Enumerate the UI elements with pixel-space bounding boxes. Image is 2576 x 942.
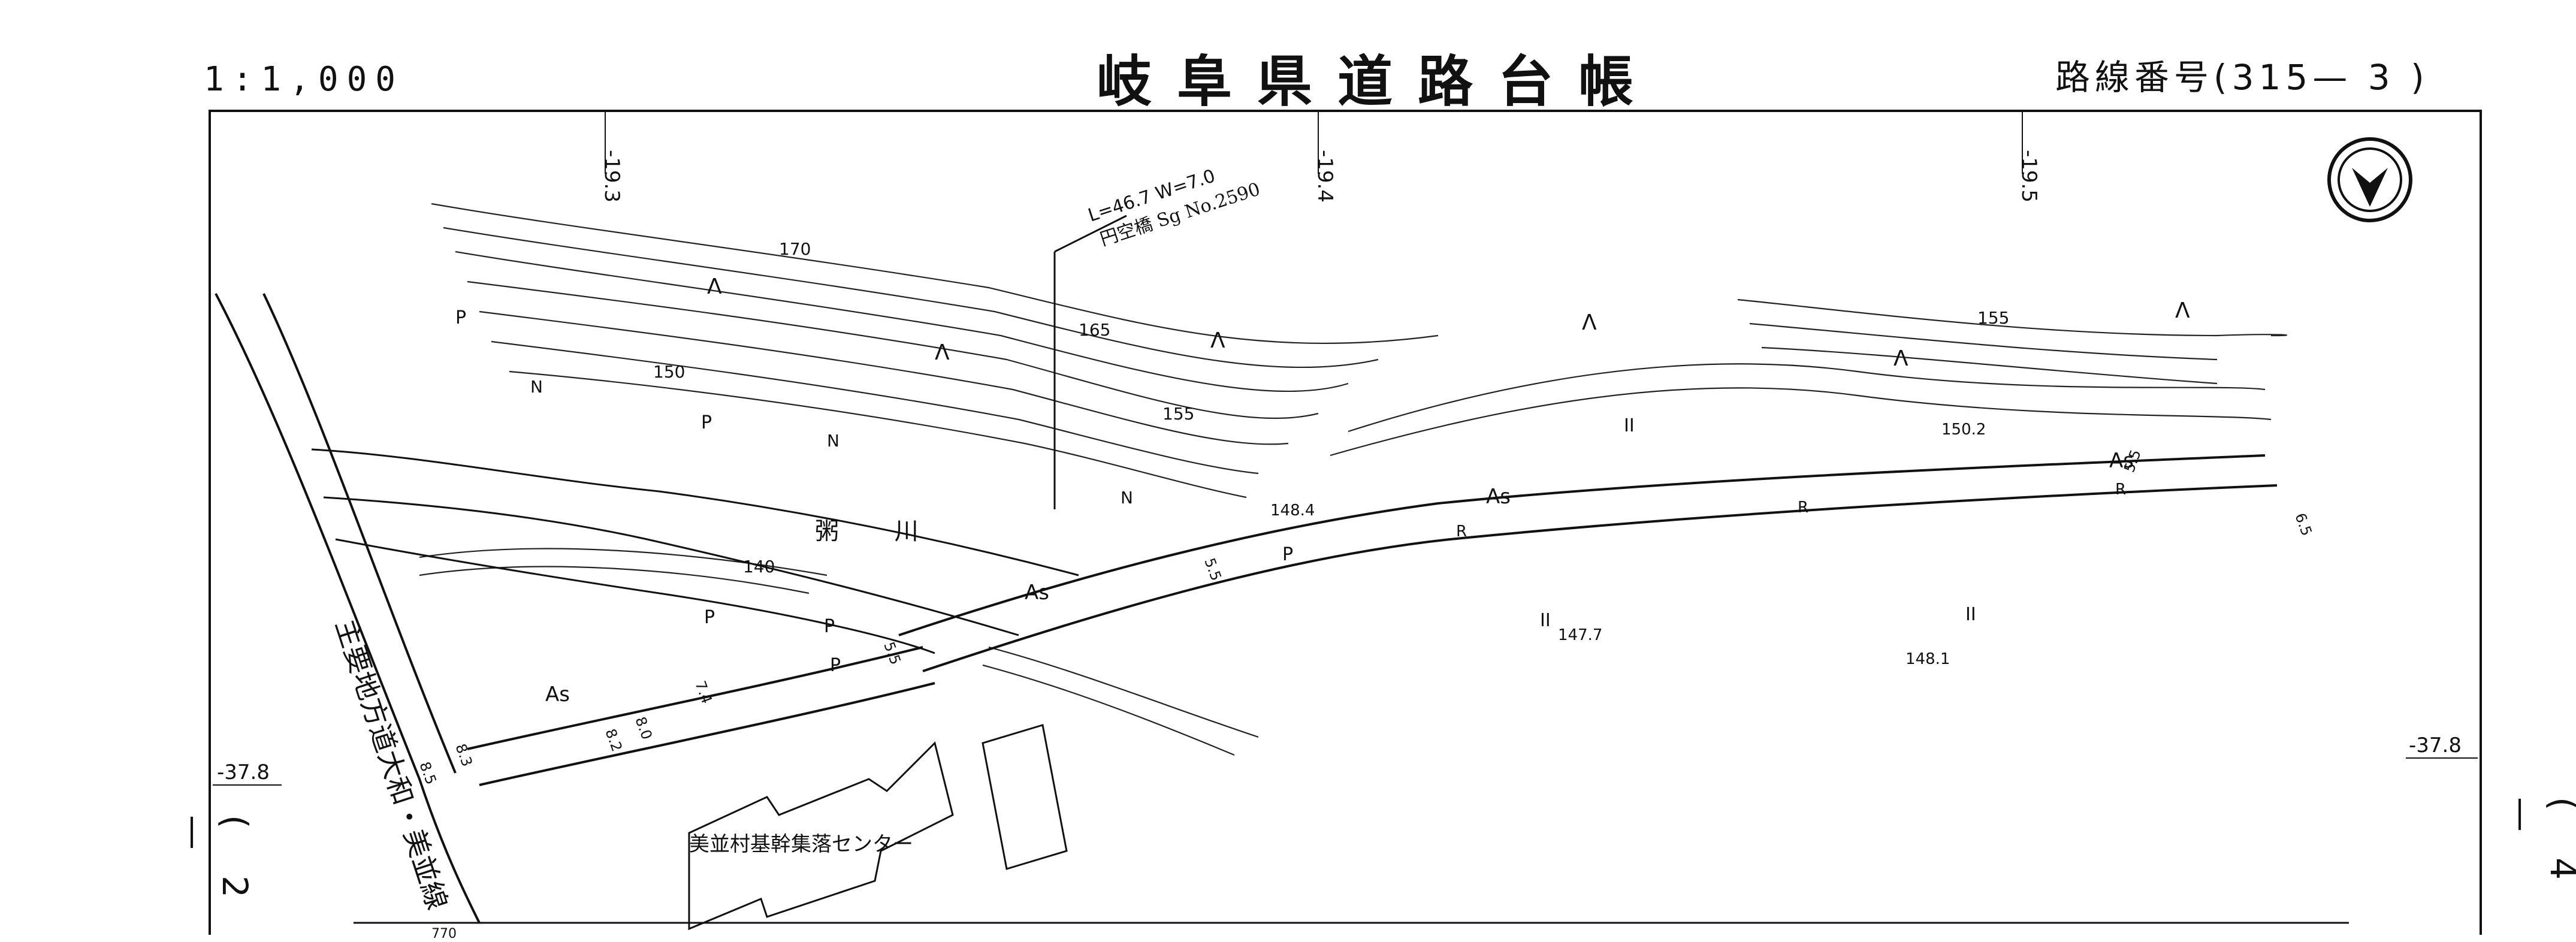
contour-label: 165 [1079,320,1110,340]
field-symbol: II [1965,604,1976,625]
parking-symbol: P [701,412,712,433]
n-symbol: N [827,431,839,451]
parking-symbol: P [455,307,466,328]
prefectural-road [215,293,481,923]
slope-symbol: Λ [707,274,722,299]
bottom-mark: 770 [431,926,457,941]
main-road [467,454,2278,786]
n-symbol: N [1121,488,1133,508]
surface-label: As [1025,581,1049,605]
main-road-name: 主要地方道大和・美並線 [330,615,454,914]
field-symbol: II [1624,415,1635,436]
slope-symbol: Λ [935,340,950,365]
river-kayugawa [311,448,1079,654]
prev-sheet-ref: ( 2 — [174,815,255,916]
annex-building [982,724,1068,870]
elevation-point: 147.7 [1558,626,1602,644]
width-label: 6.5 [2291,511,2315,538]
width-label: 5.5 [1201,555,1224,582]
contour-lines [419,203,2287,756]
rail-symbol: R [1456,523,1467,541]
north-arrow-icon [2327,137,2412,222]
building-name: 美並村基幹集落センター [689,832,913,856]
width-label: 7.4 [691,678,715,705]
contour-label: 170 [779,239,811,259]
surface-label: As [545,683,570,707]
rail-symbol: R [1798,499,1808,517]
community-center-building [688,741,954,931]
grid-col-label-1: -19.3 [600,150,624,203]
width-label: 8.2 [602,726,625,753]
elevation-point: 150.2 [1941,421,1986,439]
slope-symbol: Λ [2175,298,2190,323]
map-title: 岐阜県道路台帳 [1097,49,1659,114]
grid-col-label-3: -19.5 [2017,150,2041,203]
contour-label: 155 [1977,308,2009,328]
contour-label: 155 [1162,404,1194,424]
grid-row-label-right: -37.8 [2409,733,2462,757]
slope-symbol: Λ [1894,346,1908,371]
width-label: 8.0 [632,714,655,741]
slope-symbol: Λ [1210,328,1225,353]
route-number: 路線番号(315— 3 ) [2055,57,2429,98]
next-sheet-ref: ( 4 — [2502,797,2576,898]
grid-col-label-2: -19.4 [1313,150,1337,203]
map-scale: 1:1,000 [204,60,404,99]
slope-symbol: Λ [1582,310,1597,335]
width-label: 5.5 [880,639,904,666]
parking-symbol: P [704,607,715,628]
elevation-point: 148.4 [1270,502,1315,520]
parking-symbol: P [1282,544,1293,565]
map-frame [209,110,2482,935]
contour-label: 140 [743,557,775,576]
elevation-point: 148.1 [1905,650,1950,668]
field-symbol: II [1540,610,1551,631]
surface-label: As [2109,449,2134,473]
river-name: 粥 川 [815,518,943,545]
n-symbol: N [530,377,543,397]
parking-symbol: P [824,616,835,637]
grid-row-label-left: -37.8 [217,760,270,784]
width-label: 8.3 [452,741,475,768]
surface-label: As [1486,485,1511,509]
contour-label: 150 [653,362,685,382]
parking-symbol: P [830,655,841,676]
rail-symbol: R [2115,481,2126,499]
